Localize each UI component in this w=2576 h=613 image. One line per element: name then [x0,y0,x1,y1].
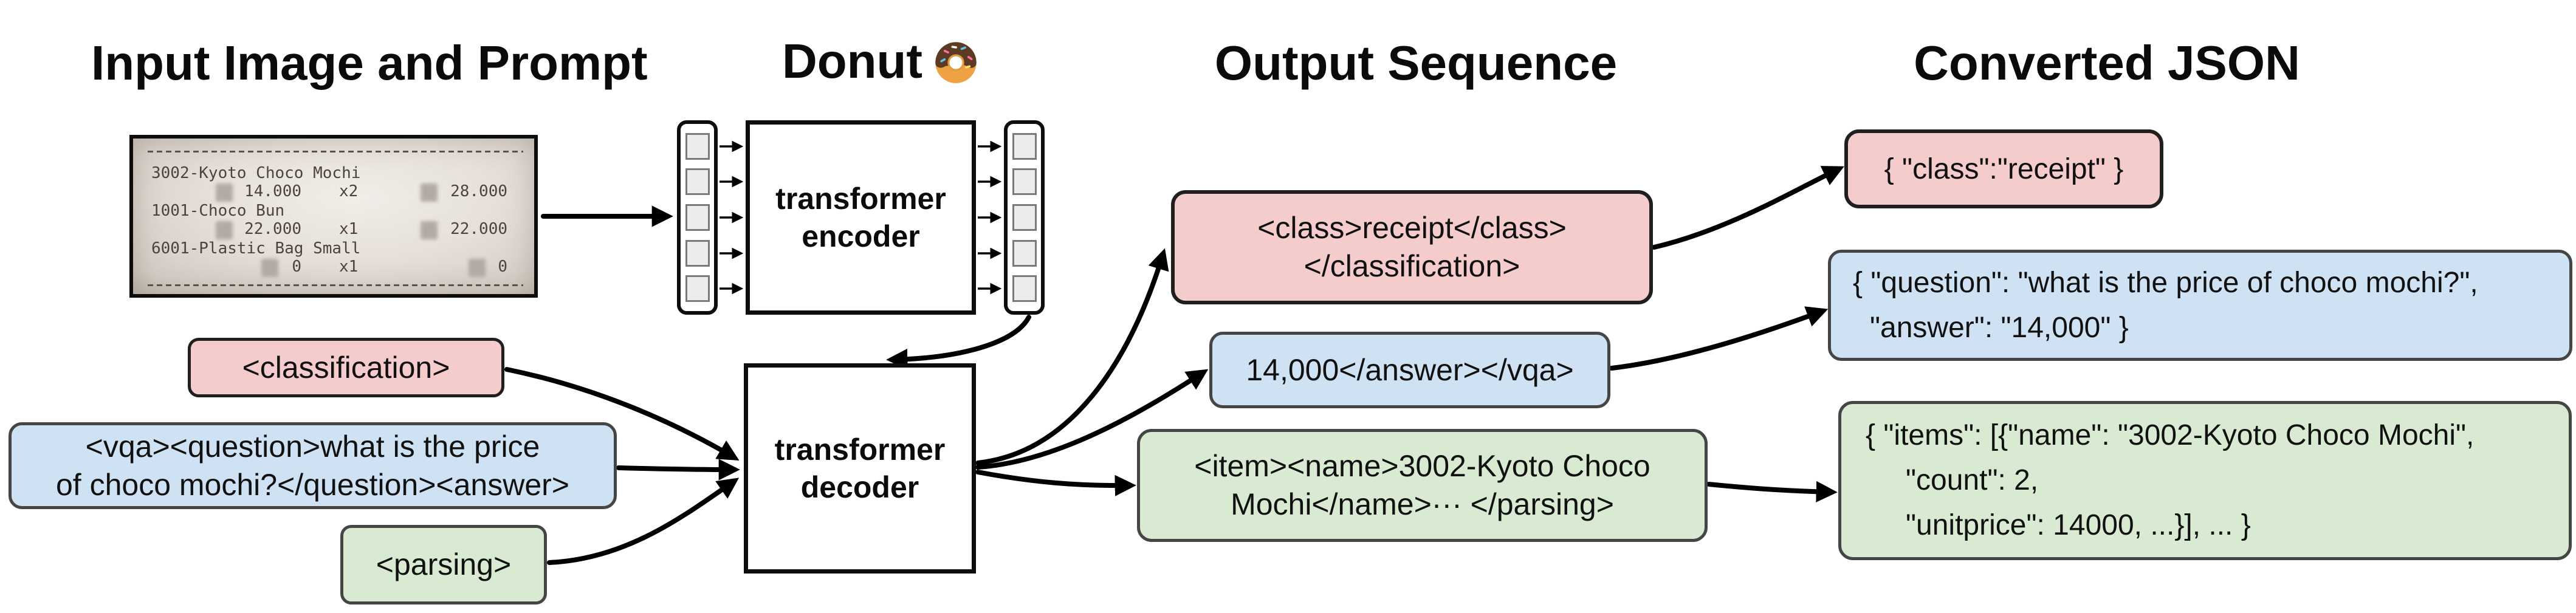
json-parsing-box: { "items": [{"name": "3002-Kyoto Choco M… [1838,401,2572,560]
json-classification-box: { "class":"receipt" } [1844,129,2163,208]
token-square [1012,204,1037,231]
output-classification-line2: </classification> [1303,249,1520,283]
token-square [1012,132,1037,160]
token-square [685,239,710,267]
prompt-parsing-box: <parsing> [340,525,547,604]
arrow-decoder-to-vqa-output [975,369,1209,470]
json-vqa-line2: "answer": "14,000" } [1870,311,2129,344]
redaction-blur [421,183,438,202]
receipt-unit-price: 14.000 [244,182,301,200]
receipt-total: 28.000 [450,182,507,200]
receipt-qty: x1 [339,220,359,238]
prompt-vqa-box: <vqa><question>what is the price of choc… [9,422,617,509]
receipt-divider [148,284,523,286]
redaction-blur [261,259,278,277]
receipt-unit-price: 22.000 [244,220,301,238]
output-classification-box: <class>receipt</class> </classification> [1171,190,1653,304]
donut-icon [935,42,977,83]
receipt-total: 0 [498,258,507,276]
receipt-total: 22.000 [450,220,507,238]
json-vqa-box: { "question": "what is the price of choc… [1828,250,2572,361]
model-title-label: Donut [782,34,923,88]
prompt-classification-text: <classification> [242,350,450,385]
prompt-vqa-line1: <vqa><question>what is the price [85,429,540,464]
receipt-qty: x2 [339,182,359,200]
section-title-json: Converted JSON [1914,36,2300,90]
transformer-decoder-block: transformer decoder [744,363,976,574]
receipt-item-name: 6001-Plastic Bag Small [151,239,361,258]
redaction-blur [469,259,486,277]
arrow-encoder-to-decoder [886,315,1031,371]
section-title-model: Donut [782,33,980,89]
section-title-output: Output Sequence [1214,36,1618,90]
encoder-label-line2: encoder [802,219,920,253]
token-square [1012,168,1037,196]
receipt-unit-price: 0 [292,258,301,276]
prompt-parsing-text: <parsing> [376,547,512,581]
token-square [685,275,710,303]
token-square [1012,239,1037,267]
input-patch-tokens [677,120,718,315]
arrow-vqa-output-to-json [1609,306,1829,371]
json-vqa-line1: { "question": "what is the price of choc… [1853,266,2478,299]
decoder-label-line1: transformer [774,433,946,467]
redaction-blur [216,221,233,239]
token-square [685,168,710,196]
encoder-label-line1: transformer [775,182,946,216]
redaction-blur [421,221,438,239]
receipt-divider [148,151,523,152]
token-square [685,204,710,231]
json-parsing-line2: "count": 2, [1906,464,2039,496]
receipt-item-name: 1001-Choco Bun [151,202,285,220]
section-title-input: Input Image and Prompt [91,36,648,90]
arrow-decoder-to-parsing-output [975,470,1136,496]
json-classification-text: { "class":"receipt" } [1884,152,2124,185]
arrow-vqa-to-decoder [616,459,740,481]
output-parsing-line2: Mochi</name>··· </parsing> [1231,487,1614,521]
encoded-embedding-tokens [1004,120,1045,315]
receipt-qty: x1 [339,258,359,276]
token-square [1012,275,1037,303]
arrow-decoder-to-class-output [975,248,1169,465]
redaction-blur [216,183,233,202]
decoder-label-line2: decoder [800,470,919,504]
output-parsing-line1: <item><name>3002-Kyoto Choco [1194,449,1650,483]
json-parsing-line1: { "items": [{"name": "3002-Kyoto Choco M… [1866,419,2475,451]
receipt-image: 3002-Kyoto Choco Mochi 14.000 x2 28.000 … [129,135,538,298]
token-square [685,132,710,160]
prompt-classification-box: <classification> [188,338,504,397]
receipt-item-name: 3002-Kyoto Choco Mochi [151,164,361,182]
prompt-vqa-line2: of choco mochi?</question><answer> [56,467,569,502]
output-vqa-box: 14,000</answer></vqa> [1209,332,1610,408]
arrow-parsing-output-to-json [1706,481,1838,502]
json-parsing-line3: "unitprice": 14000, ...}], ... } [1906,509,2251,541]
output-classification-line1: <class>receipt</class> [1257,211,1567,245]
output-vqa-text: 14,000</answer></vqa> [1246,352,1574,387]
output-parsing-box: <item><name>3002-Kyoto Choco Mochi</name… [1137,429,1708,542]
transformer-encoder-block: transformer encoder [746,120,976,315]
arrow-parsing-to-decoder [547,478,740,565]
arrow-class-output-to-json [1652,166,1844,250]
arrow-classification-to-decoder [504,367,740,461]
